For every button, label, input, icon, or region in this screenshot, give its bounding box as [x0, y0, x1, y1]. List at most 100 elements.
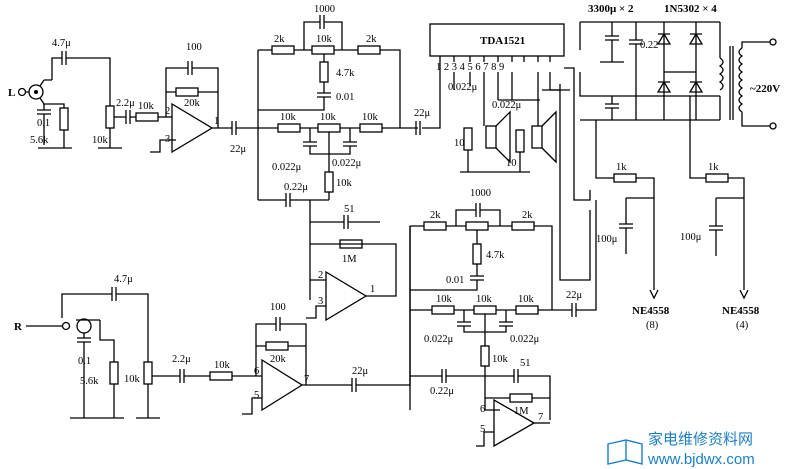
cap-4u7-L: 4.7μ: [52, 38, 71, 49]
tone-R-10k-a: 10k: [436, 294, 453, 305]
tone-L-1000: 1000: [314, 4, 335, 15]
psu-diodes: 1N5302 × 4: [664, 3, 717, 15]
transformer-primary: [738, 47, 744, 113]
tone-R-10k-c: 10k: [518, 294, 535, 305]
op2-pin2: 2: [318, 270, 323, 281]
amp-0022-b: 0.022μ: [492, 100, 522, 111]
cap-100u-a: 100μ: [596, 234, 618, 245]
tone-L-2k-b: 2k: [366, 34, 377, 45]
cap-2u2-L: 2.2μ: [116, 98, 135, 109]
mains-terminal-2: [769, 122, 777, 130]
psu-caps: 3300μ × 2: [588, 3, 634, 15]
psu-022: 0.22: [640, 40, 658, 51]
tone-L-1M: 1M: [342, 254, 357, 265]
ne-a-name: NE4558: [632, 305, 670, 317]
tone-L-10k-a: 10k: [280, 112, 297, 123]
op1-pin2: 2: [165, 106, 170, 117]
ne-a-pin: (8): [646, 320, 659, 331]
right-tone-network: 2k 2k 1000 4.7k 0.01 10k 10k 10k 0.022μ …: [409, 188, 597, 410]
input-L-label: L: [8, 87, 15, 99]
res-20k-L: 20k: [184, 98, 201, 109]
res-1k-a: 1k: [616, 162, 627, 173]
right-input-stage: R 4.7μ 0.1 5.6k 10k 2.2μ 10k: [14, 274, 262, 419]
ic-pins: 1 2 3 4 5 6 7 8 9: [436, 62, 504, 73]
op2-pin3: 3: [318, 296, 323, 307]
power-supply: 3300μ × 2 1N5302 × 4 0.22 ~220V 1k 1k 10…: [579, 3, 780, 331]
tone-R-1000: 1000: [470, 188, 491, 199]
tone-L-0u01: 0.01: [336, 92, 354, 103]
cap-0u1-L: 0.1: [37, 118, 50, 129]
tone-R-0022-b: 0.022μ: [510, 334, 540, 345]
cap-4u7-R: 4.7μ: [114, 274, 133, 285]
tone-L-10k-d: 10k: [336, 178, 353, 189]
watermark-url: www.bjdwx.com: [647, 451, 755, 468]
speaker-left: [485, 125, 497, 149]
op-amp-4: 51 1M 6 5 7: [476, 358, 551, 448]
op1-pin3: 3: [165, 134, 170, 145]
res-5k6-L: 5.6k: [30, 135, 49, 146]
pot-10k-R: 10k: [124, 374, 141, 385]
cap-100-L: 100: [186, 42, 202, 53]
left-tone-network: 2k 1000 10k 2k 4.7k 0.01 10k 10k 10k 0.0…: [257, 4, 441, 207]
amp-10-b: 10: [506, 158, 517, 169]
tone-L-4k7: 4.7k: [336, 68, 355, 79]
op-amp-2: 51 1M 2 3 1: [306, 200, 397, 322]
tone-R-0022-a: 0.022μ: [424, 334, 454, 345]
speaker-right: [531, 125, 543, 149]
ne-b-name: NE4558: [722, 305, 760, 317]
tone-R-0u01: 0.01: [446, 275, 464, 286]
op4-pin7: 7: [538, 412, 543, 423]
tone-R-0u22: 0.22μ: [430, 386, 454, 397]
cap-22u-d: 22μ: [566, 290, 583, 301]
tone-R-1M: 1M: [514, 406, 529, 417]
op4-pin6: 6: [480, 404, 485, 415]
mains-label: ~220V: [750, 83, 780, 95]
tone-R-10k-d: 10k: [492, 354, 509, 365]
left-input-stage: L 4.7μ 0.1 5.6k 10k 2.2μ 10k: [8, 38, 172, 149]
transformer-secondary: [718, 57, 724, 91]
op-amp-3: 6 5 7 100 20k 22μ: [242, 226, 411, 415]
tone-R-2k-b: 2k: [522, 210, 533, 221]
tone-L-10k-top: 10k: [316, 34, 333, 45]
tone-R-51: 51: [520, 358, 531, 369]
tone-L-0u22: 0.22μ: [284, 182, 308, 193]
input-L-terminal: [17, 87, 27, 97]
op1-pin1: 1: [214, 116, 219, 127]
cap-100-R: 100: [270, 302, 286, 313]
tda1521-ic: [429, 23, 565, 57]
tone-L-0022-b: 0.022μ: [332, 158, 362, 169]
res-5k6-R: 5.6k: [80, 376, 99, 387]
op-amp-1: 2 3 1 100 20k 22μ: [150, 42, 258, 155]
cap-22u-c: 22μ: [352, 366, 369, 377]
watermark-cn: 家电维修资料网: [648, 431, 753, 448]
cap-2u2-R: 2.2μ: [172, 354, 191, 365]
op4-pin5: 5: [480, 424, 485, 435]
tone-R-2k-a: 2k: [430, 210, 441, 221]
power-amp-section: TDA1521 1 2 3 4 5 6 7 8 9 0.022μ 0.022μ …: [429, 23, 591, 281]
input-R-jack: [76, 318, 92, 334]
res-10k-in-L: 10k: [138, 101, 155, 112]
ne-b-pin: (4): [736, 320, 749, 331]
tone-R-10k-b: 10k: [476, 294, 493, 305]
input-R-label: R: [14, 321, 23, 333]
cap-100u-b: 100μ: [680, 232, 702, 243]
res-10k-in-R: 10k: [214, 360, 231, 371]
tone-L-10k-b: 10k: [320, 112, 337, 123]
op3-pin5: 5: [254, 390, 259, 401]
tone-R-4k7: 4.7k: [486, 250, 505, 261]
book-logo-icon: [607, 439, 643, 465]
op2-pin1: 1: [370, 284, 375, 295]
amp-10-a: 10: [454, 138, 465, 149]
tone-L-10k-c: 10k: [362, 112, 379, 123]
cap-22u-b: 22μ: [414, 108, 431, 119]
mains-terminal-1: [769, 38, 777, 46]
tone-L-51: 51: [344, 204, 355, 215]
watermark: 家电维修资料网 www.bjdwx.com: [607, 431, 755, 468]
amp-0022-a: 0.022μ: [448, 82, 478, 93]
res-20k-R: 20k: [270, 354, 287, 365]
ic-name: TDA1521: [480, 35, 525, 47]
tone-L-0022-a: 0.022μ: [272, 162, 302, 173]
res-1k-b: 1k: [708, 162, 719, 173]
tone-L-2k-a: 2k: [274, 34, 285, 45]
